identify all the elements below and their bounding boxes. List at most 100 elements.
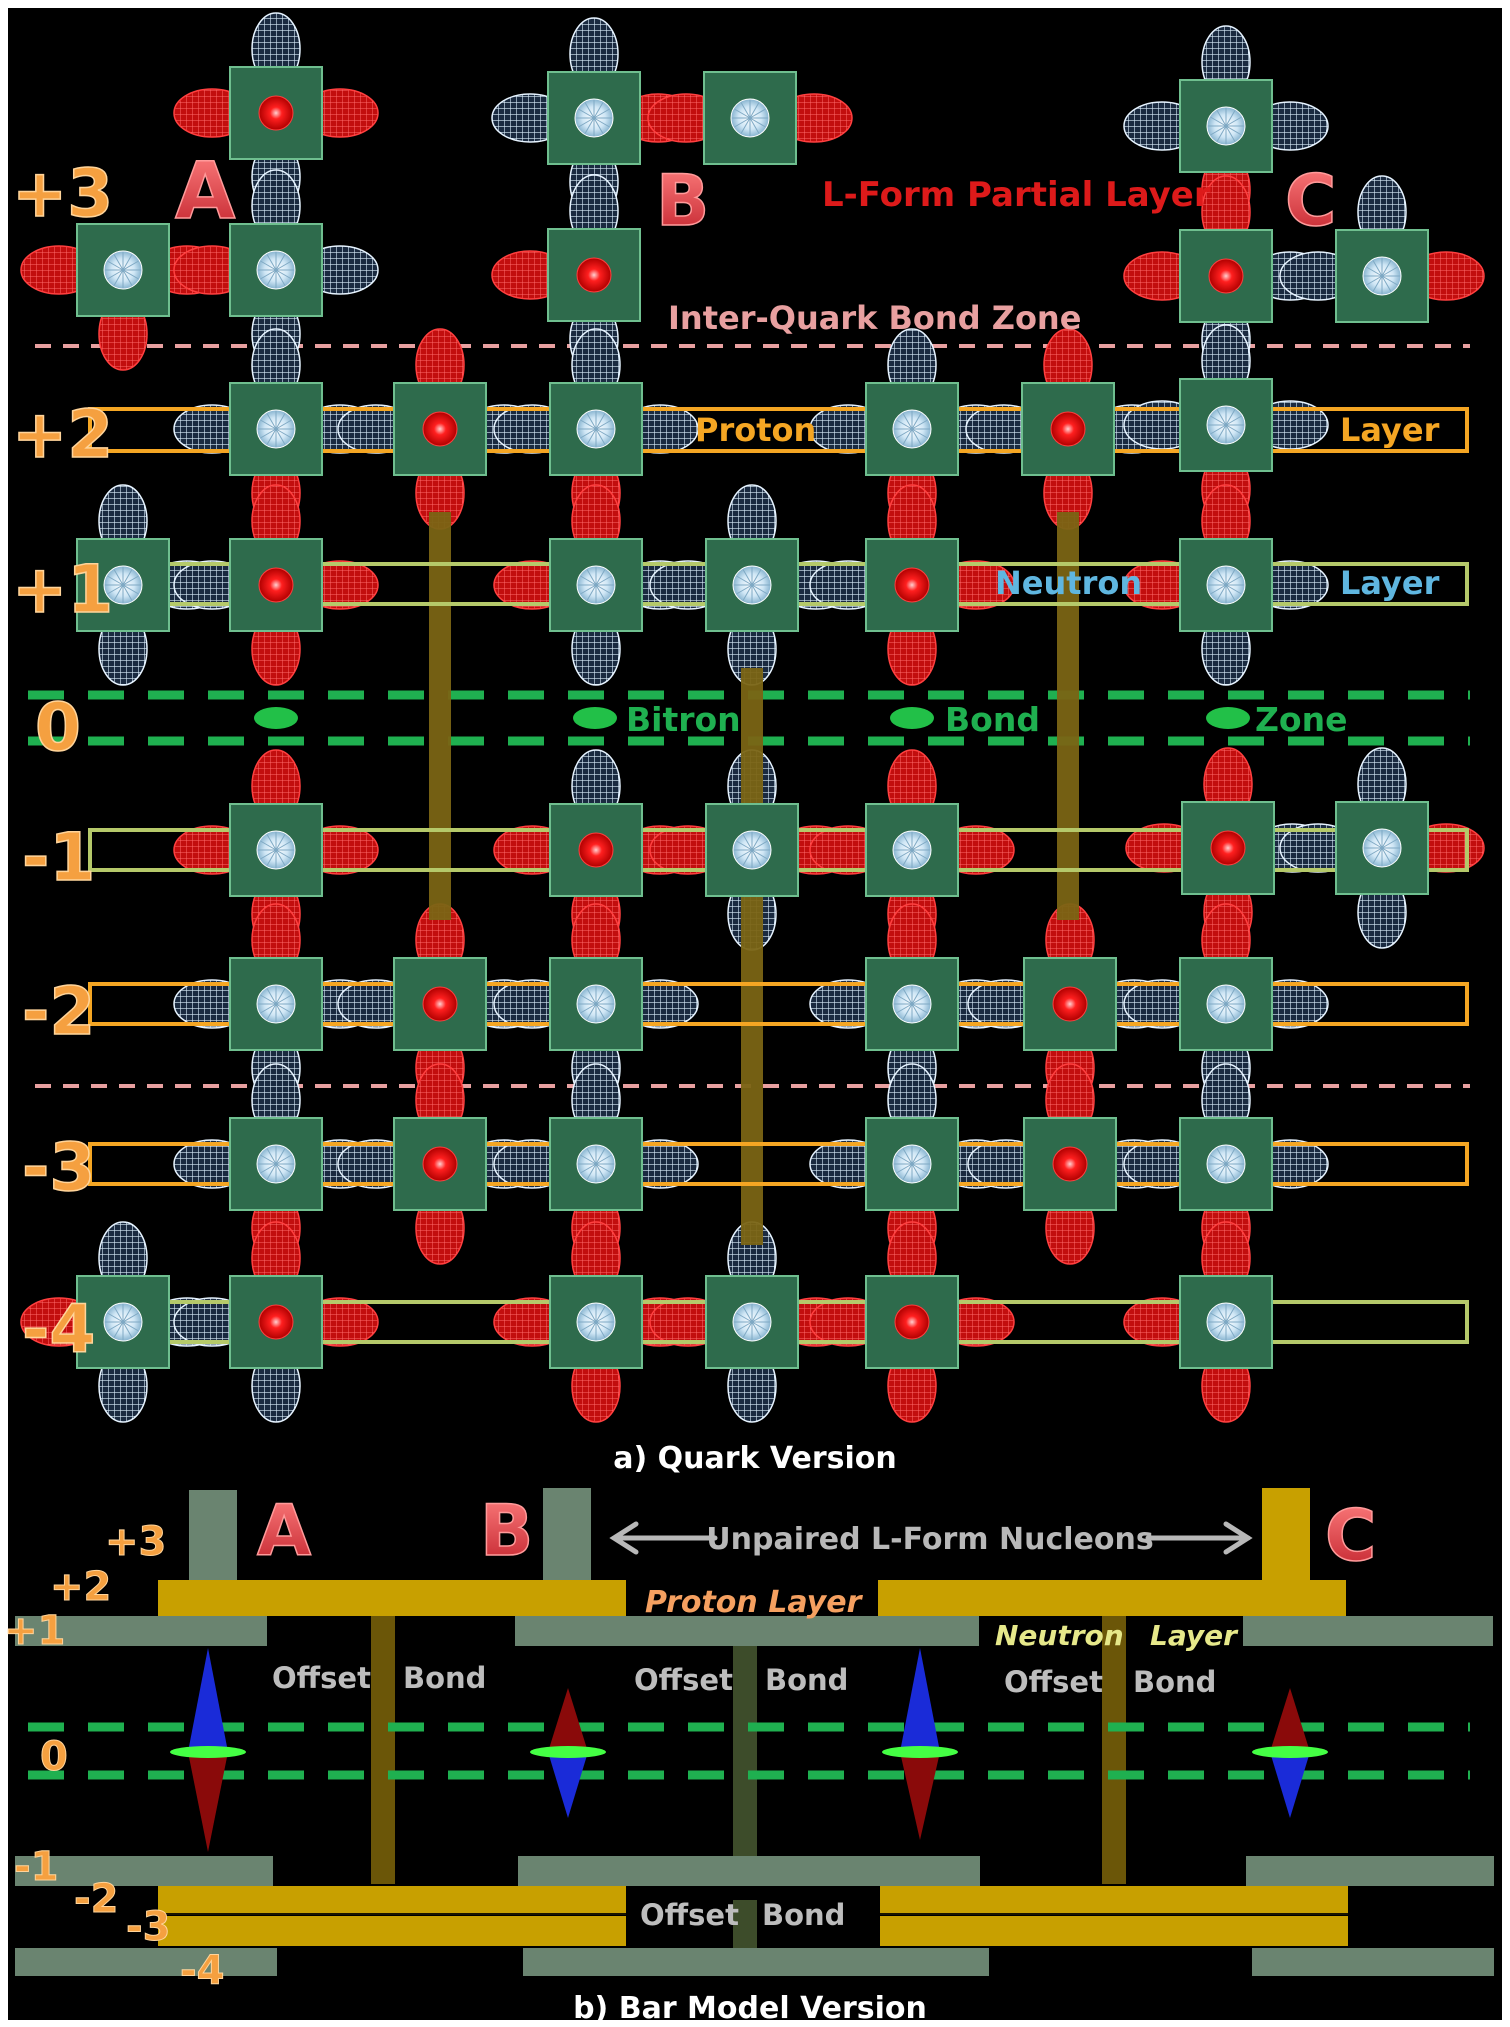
letter-b: B xyxy=(480,1490,533,1572)
bitron-icon xyxy=(882,1746,958,1758)
unpaired-lform-nucleons-label: Unpaired L-Form Nucleons xyxy=(706,1522,1153,1557)
neutron-bar xyxy=(1243,1616,1493,1646)
level-label: +1 xyxy=(4,1608,65,1654)
blue-quark-box xyxy=(550,958,642,1050)
unpaired-nucleon-b xyxy=(543,1488,591,1580)
blue-quark-box xyxy=(1180,539,1272,631)
bitron-icon xyxy=(254,707,298,729)
level-label: -1 xyxy=(22,819,95,896)
red-quark-box xyxy=(1024,958,1116,1050)
bond-word: Bond xyxy=(765,1663,848,1697)
bitron-icon xyxy=(1252,1746,1328,1758)
bond-word: Bond xyxy=(403,1661,486,1695)
offset-bond-bar xyxy=(733,1646,757,1858)
red-quark-icon xyxy=(1053,1147,1087,1181)
level-label: -1 xyxy=(14,1844,58,1890)
offset-bond-bar xyxy=(371,1616,395,1884)
bitron-icon xyxy=(1206,707,1250,729)
level-label: +1 xyxy=(12,551,113,628)
proton-bar xyxy=(880,1886,1348,1914)
offset-bond-bar xyxy=(1102,1616,1126,1884)
proton-bar xyxy=(158,1580,626,1616)
layer-word: Layer xyxy=(1340,411,1440,449)
red-quark-box xyxy=(866,1276,958,1368)
red-quark-box xyxy=(1022,383,1114,475)
level-label: -2 xyxy=(22,973,95,1050)
level-label: +3 xyxy=(12,155,113,232)
level-label: -3 xyxy=(126,1904,170,1950)
blue-quark-box xyxy=(548,72,640,164)
red-quark-icon xyxy=(895,1305,929,1339)
proton-bar xyxy=(158,1886,626,1914)
red-quark-box xyxy=(394,383,486,475)
blue-quark-box xyxy=(704,72,796,164)
blue-quark-box xyxy=(866,383,958,475)
red-quark-box xyxy=(1182,802,1274,894)
red-quark-box xyxy=(394,1118,486,1210)
blue-quark-box xyxy=(706,1276,798,1368)
bond-word: Bond xyxy=(762,1898,845,1932)
blue-quark-box xyxy=(230,958,322,1050)
blue-quark-box xyxy=(706,804,798,896)
blue-quark-box xyxy=(866,1118,958,1210)
blue-quark-box xyxy=(706,539,798,631)
blue-quark-box xyxy=(1336,802,1428,894)
level-label: +2 xyxy=(50,1564,111,1610)
bitron-icon xyxy=(530,1746,606,1758)
blue-quark-box xyxy=(550,383,642,475)
level-label: -2 xyxy=(74,1876,118,1922)
red-quark-icon xyxy=(259,96,293,130)
letter-c: C xyxy=(1325,1495,1376,1577)
red-quark-icon xyxy=(1051,412,1085,446)
proton-bar xyxy=(878,1580,1346,1616)
red-quark-icon xyxy=(895,568,929,602)
neutron-bar xyxy=(515,1616,979,1646)
proton-layer-label: Proton Layer xyxy=(645,1585,864,1620)
blue-quark-box xyxy=(1180,379,1272,471)
red-quark-box xyxy=(548,229,640,321)
unpaired-nucleon-a xyxy=(189,1490,237,1580)
red-quark-icon xyxy=(423,412,457,446)
offset-bond-bar xyxy=(741,668,763,1245)
caption-bar-model-version: b) Bar Model Version xyxy=(573,1991,927,2026)
blue-quark-box xyxy=(230,804,322,896)
offset-word: Offset xyxy=(634,1663,733,1697)
bitron-icon xyxy=(890,707,934,729)
offset-word: Offset xyxy=(272,1661,371,1695)
red-quark-box xyxy=(230,1276,322,1368)
blue-quark-box xyxy=(866,958,958,1050)
neutron-bar xyxy=(15,1948,277,1976)
neutron-bar xyxy=(518,1856,980,1886)
level-label: 0 xyxy=(40,1734,68,1780)
blue-quark-box xyxy=(550,1276,642,1368)
level-label: -4 xyxy=(180,1948,224,1994)
level-label: +2 xyxy=(12,396,113,473)
blue-quark-box xyxy=(550,1118,642,1210)
blue-quark-box xyxy=(230,224,322,316)
zone-word: Zone xyxy=(1255,700,1347,739)
blue-quark-box xyxy=(550,539,642,631)
red-quark-icon xyxy=(1209,259,1243,293)
bitron-icon xyxy=(170,1746,246,1758)
blue-quark-box xyxy=(1336,230,1428,322)
neutron-word: Neutron xyxy=(995,564,1142,602)
red-quark-icon xyxy=(579,833,613,867)
red-quark-icon xyxy=(577,258,611,292)
blue-quark-box xyxy=(230,383,322,475)
neutron-bar xyxy=(523,1948,989,1976)
level-label: -4 xyxy=(22,1291,95,1368)
bitron-word: Bitron xyxy=(626,700,741,739)
red-quark-box xyxy=(1024,1118,1116,1210)
blue-quark-box xyxy=(866,804,958,896)
bond-word: Bond xyxy=(1133,1665,1216,1699)
level-label: -3 xyxy=(22,1129,95,1206)
letter-b: B xyxy=(656,160,709,242)
red-quark-box xyxy=(866,539,958,631)
red-quark-icon xyxy=(259,568,293,602)
red-quark-icon xyxy=(423,987,457,1021)
blue-quark-box xyxy=(1180,958,1272,1050)
letter-a: A xyxy=(175,147,235,237)
red-quark-icon xyxy=(259,1305,293,1339)
blue-quark-box xyxy=(77,224,169,316)
layer-word: Layer xyxy=(1340,564,1440,602)
